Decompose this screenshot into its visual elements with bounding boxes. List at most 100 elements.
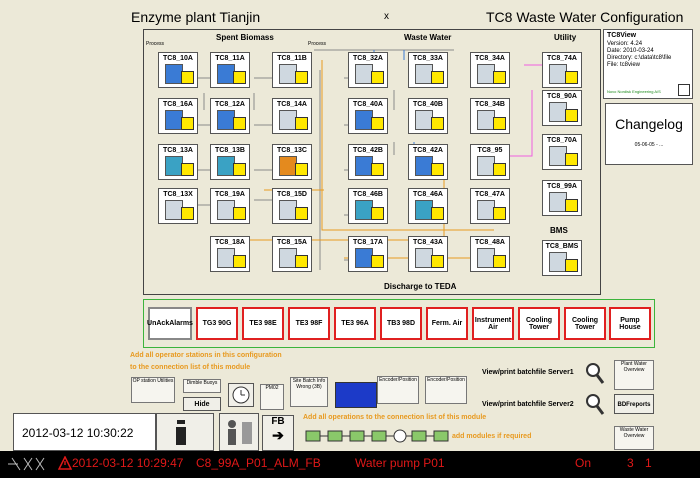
status-tag: [431, 207, 444, 220]
magnifier-icon[interactable]: [585, 392, 605, 418]
encoder-button[interactable]: Encoder/Position: [377, 376, 419, 404]
unack-alarms-button[interactable]: UnAckAlarms: [147, 307, 193, 340]
equipment-node[interactable]: TC8_74A: [542, 52, 582, 88]
alarm-button[interactable]: Ferm. Air: [426, 307, 468, 340]
status-tag: [493, 117, 506, 130]
equipment-label: TC8_16A: [163, 101, 193, 108]
equipment-node[interactable]: TC8_90A: [542, 90, 582, 126]
equipment-node[interactable]: TC8_48A: [470, 236, 510, 272]
status-icons[interactable]: [6, 456, 56, 472]
alarm-button[interactable]: Instrument Air: [472, 307, 514, 340]
equipment-node[interactable]: TC8_15A: [272, 236, 312, 272]
tc8view-line: Directory: c:\data\tc8\file: [607, 55, 672, 61]
status-tag: [233, 163, 246, 176]
equipment-node[interactable]: TC8_14A: [272, 98, 312, 134]
equipment-node[interactable]: TC8_13A: [158, 144, 198, 180]
equipment-label: TC8_48A: [475, 239, 505, 246]
op-station-button[interactable]: OP station Utilities: [131, 377, 175, 403]
equipment-label: TC8_19A: [215, 191, 245, 198]
alarm-status-bar[interactable]: 2012-03-12 10:29:47 C8_99A_P01_ALM_FB Wa…: [0, 451, 700, 478]
status-tag: [295, 71, 308, 84]
equipment-label: TC8_15A: [277, 239, 307, 246]
status-tag: [431, 71, 444, 84]
operator-icon[interactable]: [219, 413, 259, 451]
process-diagram: Spent Biomass Waste Water Utility BMS Di…: [143, 29, 601, 295]
operation-chain[interactable]: [304, 428, 452, 444]
equipment-node[interactable]: TC8_42A: [408, 144, 448, 180]
equipment-node[interactable]: TC8_13B: [210, 144, 250, 180]
dimble-button[interactable]: Dimble Buoys: [183, 379, 221, 393]
changelog-panel[interactable]: Changelog 05-06-05 - ...: [605, 103, 693, 165]
equipment-node[interactable]: TC8_40A: [348, 98, 388, 134]
equipment-node[interactable]: TC8_34B: [470, 98, 510, 134]
equipment-node[interactable]: TC8_BMS: [542, 240, 582, 276]
note-add-operations: Add all operations to the connection lis…: [303, 414, 487, 421]
status-tag: [295, 255, 308, 268]
equipment-label: TC8_74A: [547, 55, 577, 62]
equipment-label: TC8_46A: [413, 191, 443, 198]
equipment-node[interactable]: TC8_16A: [158, 98, 198, 134]
alarm-button[interactable]: TE3 98F: [288, 307, 330, 340]
status-tag: [233, 207, 246, 220]
equipment-node[interactable]: TC8_46A: [408, 188, 448, 224]
equipment-node[interactable]: TC8_11A: [210, 52, 250, 88]
equipment-node[interactable]: TC8_10A: [158, 52, 198, 88]
info-icon[interactable]: [156, 413, 214, 451]
equipment-node[interactable]: TC8_43A: [408, 236, 448, 272]
site-batch-button[interactable]: Site Batch Info Wrong (3B): [290, 377, 328, 407]
alarm-button[interactable]: TB3 98D: [380, 307, 422, 340]
resize-icon[interactable]: [678, 84, 690, 96]
equipment-node[interactable]: TC8_13C: [272, 144, 312, 180]
grid-icon[interactable]: [335, 382, 377, 408]
section-utility: Utility: [554, 33, 577, 42]
status-tag: [295, 163, 308, 176]
equipment-node[interactable]: TC8_12A: [210, 98, 250, 134]
alarm-button[interactable]: Cooling Tower: [564, 307, 606, 340]
equipment-node[interactable]: TC8_17A: [348, 236, 388, 272]
status-tag: [233, 255, 246, 268]
equipment-node[interactable]: TC8_46B: [348, 188, 388, 224]
status-tag: [233, 71, 246, 84]
equipment-node[interactable]: TC8_15D: [272, 188, 312, 224]
equipment-label: TC8_99A: [547, 183, 577, 190]
alarm-datetime: 2012-03-12 10:29:47: [72, 456, 184, 470]
bdf-reports-button[interactable]: BDFreports: [614, 394, 654, 414]
equipment-node[interactable]: TC8_18A: [210, 236, 250, 272]
equipment-node[interactable]: TC8_33A: [408, 52, 448, 88]
waste-water-button[interactable]: Waste Water Overview: [614, 426, 654, 450]
alarm-button[interactable]: TE3 98E: [242, 307, 284, 340]
equipment-node[interactable]: TC8_42B: [348, 144, 388, 180]
equipment-node[interactable]: TC8_99A: [542, 180, 582, 216]
equipment-node[interactable]: TC8_19A: [210, 188, 250, 224]
fb-button[interactable]: FB ➔: [262, 415, 294, 451]
equipment-node[interactable]: TC8_95: [470, 144, 510, 180]
plant-water-button[interactable]: Plant Water Overview: [614, 360, 654, 390]
section-spent-biomass: Spent Biomass: [216, 33, 274, 42]
status-tag: [493, 71, 506, 84]
magnifier-icon[interactable]: [585, 361, 605, 387]
note-add-modules: add modules if required: [452, 433, 532, 440]
status-tag: [565, 109, 578, 122]
alarm-button[interactable]: Cooling Tower: [518, 307, 560, 340]
equipment-node[interactable]: TC8_32A: [348, 52, 388, 88]
close-icon[interactable]: x: [384, 11, 389, 22]
tc8view-line: File: tc8view: [607, 62, 641, 68]
equipment-node[interactable]: TC8_40B: [408, 98, 448, 134]
alarm-button[interactable]: TG3 90G: [196, 307, 238, 340]
equipment-node[interactable]: TC8_34A: [470, 52, 510, 88]
encoder-button[interactable]: Encoder/Position: [425, 376, 467, 404]
process-label: Process: [146, 41, 165, 47]
pm-button[interactable]: PM02: [260, 384, 284, 410]
equipment-node[interactable]: TC8_11B: [272, 52, 312, 88]
clock-icon[interactable]: [228, 383, 254, 407]
status-tag: [565, 199, 578, 212]
alarm-button[interactable]: TE3 96A: [334, 307, 376, 340]
hide-utility-button[interactable]: Hide Utility: [183, 397, 221, 422]
tc8view-panel[interactable]: TC8View Version: 4.24 Date: 2010-03-24 D…: [603, 29, 693, 99]
alarm-button[interactable]: Pump House: [609, 307, 651, 340]
equipment-node[interactable]: TC8_13X: [158, 188, 198, 224]
equipment-node[interactable]: TC8_70A: [542, 134, 582, 170]
equipment-node[interactable]: TC8_47A: [470, 188, 510, 224]
note-add-stations: Add all operator stations in this config…: [130, 352, 282, 359]
batch-server2-label: View/print batchfile Server2: [482, 401, 574, 408]
